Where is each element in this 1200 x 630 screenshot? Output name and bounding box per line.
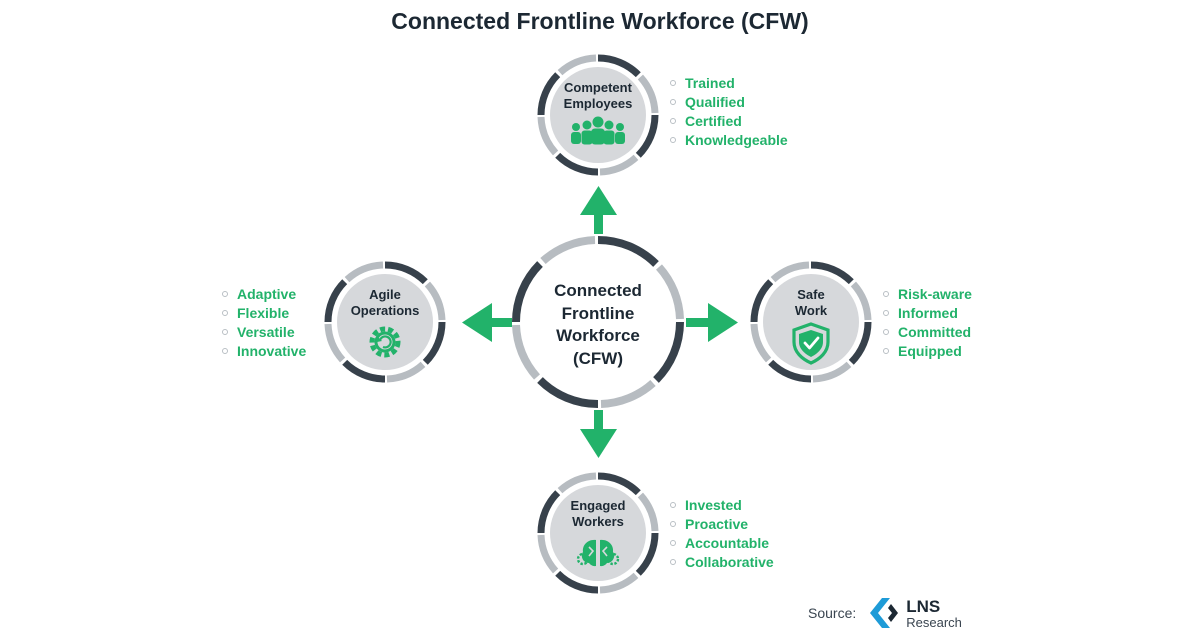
lns-name: LNS xyxy=(906,596,941,616)
node-label-line: Agile xyxy=(369,287,401,302)
cycle-gear-icon xyxy=(369,326,401,358)
bullet-icon xyxy=(670,540,676,547)
arrow-left xyxy=(462,303,512,342)
list-item: Proactive xyxy=(670,515,774,534)
arrow-right xyxy=(686,303,738,342)
list-item: Certified xyxy=(670,112,788,131)
bullet-icon xyxy=(883,310,889,317)
competent-employees-attributes: Trained Qualified Certified Knowledgeabl… xyxy=(670,74,788,150)
list-item: Knowledgeable xyxy=(670,131,788,150)
node-label-line: Engaged xyxy=(570,498,626,513)
node-label-line: Workers xyxy=(572,514,624,530)
list-item: Trained xyxy=(670,74,788,93)
lns-sub: Research xyxy=(906,614,962,630)
safe-work-label: Safe Work xyxy=(761,287,861,320)
list-item: Innovative xyxy=(222,342,306,361)
center-label-line: Connected xyxy=(554,281,642,300)
bullet-icon xyxy=(222,348,228,355)
source-credit: Source: LNS Research xyxy=(808,596,962,630)
list-item: Versatile xyxy=(222,323,306,342)
center-node xyxy=(516,240,680,404)
list-item: Invested xyxy=(670,496,774,515)
competent-employees-label: Competent Employees xyxy=(548,80,648,113)
brain-gear-icon xyxy=(576,539,620,567)
diagram-title: Connected Frontline Workforce (CFW) xyxy=(391,8,809,34)
node-engaged-workers xyxy=(541,476,655,590)
node-label-line: Safe xyxy=(797,287,825,302)
center-label-line: (CFW) xyxy=(572,348,624,368)
list-item: Flexible xyxy=(222,304,306,323)
bullet-icon xyxy=(883,348,889,355)
bullet-icon xyxy=(670,99,676,106)
engaged-workers-label: Engaged Workers xyxy=(548,498,648,531)
bullet-icon xyxy=(670,502,676,509)
center-label-line: Frontline xyxy=(561,303,635,323)
agile-operations-label: Agile Operations xyxy=(335,287,435,320)
bullet-icon xyxy=(883,329,889,336)
safe-work-attributes: Risk-aware Informed Committed Equipped xyxy=(883,285,972,361)
center-node-label: Connected Frontline Workforce (CFW) xyxy=(518,280,678,370)
bullet-icon xyxy=(670,137,676,144)
source-label: Source: xyxy=(808,605,857,621)
node-competent-employees xyxy=(541,58,655,172)
engaged-workers-attributes: Invested Proactive Accountable Collabora… xyxy=(670,496,774,572)
node-agile-operations xyxy=(328,265,442,379)
center-label-line: Workforce xyxy=(556,326,640,346)
node-label-line: Operations xyxy=(350,303,420,319)
list-item: Informed xyxy=(883,304,972,323)
node-label-line: Work xyxy=(794,303,828,319)
shield-check-icon xyxy=(792,322,830,365)
agile-operations-attributes: Adaptive Flexible Versatile Innovative xyxy=(222,285,306,361)
bullet-icon xyxy=(670,80,676,87)
lns-logo-icon xyxy=(870,598,899,628)
people-group-icon xyxy=(571,116,625,145)
bullet-icon xyxy=(670,559,676,566)
node-safe-work xyxy=(754,265,868,379)
list-item: Committed xyxy=(883,323,972,342)
bullet-icon xyxy=(670,118,676,125)
bullet-icon xyxy=(883,291,889,298)
list-item: Qualified xyxy=(670,93,788,112)
arrow-up xyxy=(580,186,617,234)
bullet-icon xyxy=(222,310,228,317)
bullet-icon xyxy=(222,329,228,336)
list-item: Adaptive xyxy=(222,285,306,304)
list-item: Risk-aware xyxy=(883,285,972,304)
list-item: Equipped xyxy=(883,342,972,361)
list-item: Accountable xyxy=(670,534,774,553)
bullet-icon xyxy=(222,291,228,298)
list-item: Collaborative xyxy=(670,553,774,572)
node-label-line: Competent xyxy=(564,80,632,95)
node-label-line: Employees xyxy=(563,96,633,112)
lns-wordmark: LNS Research xyxy=(906,598,962,629)
arrow-down xyxy=(580,410,617,458)
bullet-icon xyxy=(670,521,676,528)
